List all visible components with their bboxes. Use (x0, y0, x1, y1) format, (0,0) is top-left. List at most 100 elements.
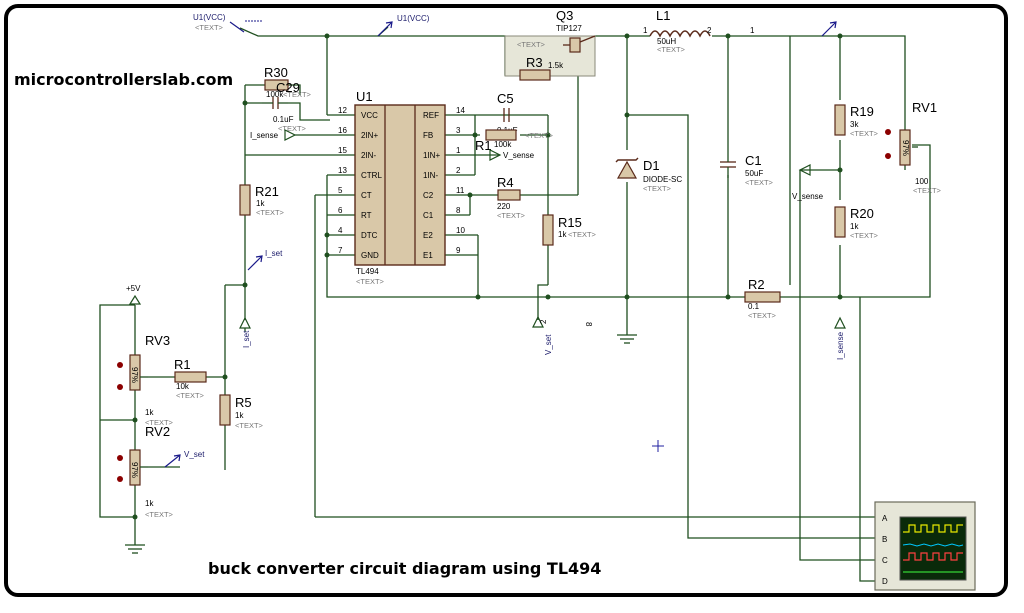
q3-value: TIP127 (556, 24, 582, 33)
r4-value: 220 (497, 202, 511, 211)
r1-bottom-ref: R1 (174, 357, 191, 372)
q3-placeholder: <TEXT> (517, 40, 546, 49)
c5-placeholder: <TEXT> (525, 131, 554, 140)
ic-u1[interactable]: U1 TL494 <TEXT> (354, 89, 446, 286)
rv1-placeholder: <TEXT> (913, 186, 942, 195)
scope-trace-a (903, 524, 963, 533)
l1-pin1: 1 (643, 26, 648, 35)
l1-placeholder: <TEXT> (657, 45, 686, 54)
rv3-percent: 97% (130, 367, 139, 383)
resistor-r5[interactable]: R5 1k <TEXT> (219, 394, 264, 430)
ic-u1-part: TL494 (356, 267, 379, 276)
diagram-caption: buck converter circuit diagram using TL4… (208, 559, 602, 578)
ic-pin-number: 3 (456, 126, 461, 135)
resistor-r1-bias[interactable]: R1 10k <TEXT> (174, 357, 207, 400)
resistor-r2[interactable]: R2 0.1 <TEXT> (744, 277, 781, 320)
r1-top-value: 100k (494, 140, 512, 149)
r19-placeholder: <TEXT> (850, 129, 879, 138)
ic-pin-name: CTRL (361, 171, 382, 180)
v-sense-output-label: V_sense (792, 192, 824, 201)
ic-pin-name: 2IN- (361, 151, 376, 160)
potentiometer-rv1[interactable]: 97% RV1 100 <TEXT> (885, 100, 942, 195)
ic-pin-number: 9 (456, 246, 461, 255)
u1vcc-right-label: U1(VCC) (397, 14, 430, 23)
ic-pin-name: VCC (361, 111, 378, 120)
r30-value: 100k (266, 90, 284, 99)
l1-ref: L1 (656, 8, 670, 23)
transistor-q3[interactable]: Q3 TIP127 <TEXT> (504, 8, 596, 77)
r4-placeholder: <TEXT> (497, 211, 526, 220)
capacitor-c29[interactable]: C29 0.1uF <TEXT> (262, 80, 307, 133)
ic-pin-number: 11 (456, 186, 465, 195)
inductor-l1[interactable]: L1 1 2 50uH <TEXT> (643, 8, 712, 54)
ic-pin-name: E2 (423, 231, 433, 240)
r4-ref: R4 (497, 175, 514, 190)
terminal-v-sense-input[interactable]: V_sense (489, 149, 535, 161)
ic-pin-name: CT (361, 191, 372, 200)
oscilloscope[interactable]: A B C D (874, 501, 976, 591)
ic-pin-name: 1IN+ (423, 151, 440, 160)
v-sense-input-label: V_sense (503, 151, 535, 160)
ground-symbol-d1 (617, 334, 637, 344)
capacitor-c1[interactable]: C1 50uF <TEXT> (720, 150, 774, 187)
r15-ref: R15 (558, 215, 582, 230)
terminal-v-set[interactable]: V_set 2 8 (532, 315, 593, 355)
l1-value: 50uH (657, 37, 676, 46)
terminal-v-sense-output[interactable]: V_sense (792, 164, 824, 201)
terminal-i-sense[interactable]: I_sense (834, 316, 846, 360)
r1-bottom-placeholder: <TEXT> (176, 391, 205, 400)
resistor-r3[interactable]: R3 1.5k (519, 55, 564, 81)
r21-placeholder: <TEXT> (256, 208, 285, 217)
resistor-r20[interactable]: R20 1k <TEXT> (834, 206, 879, 240)
r2-ref: R2 (748, 277, 765, 292)
potentiometer-rv2[interactable]: 97% RV2 1k <TEXT> (117, 424, 174, 519)
diode-d1[interactable]: D1 DIODE-SC <TEXT> (615, 157, 682, 193)
output-probe-arrow (821, 21, 837, 37)
u1vcc-left-label: U1(VCC) (193, 13, 226, 22)
resistor-r30[interactable]: R30 100k <TEXT> (264, 65, 312, 99)
resistor-r4[interactable]: R4 220 <TEXT> (497, 175, 526, 220)
rv2-ref: RV2 (145, 424, 170, 439)
plus5v-label: +5V (126, 284, 141, 293)
c29-ref: C29 (276, 80, 300, 95)
c1-placeholder: <TEXT> (745, 178, 774, 187)
ic-pin-number: 1 (456, 146, 461, 155)
u1vcc-left-placeholder: <TEXT> (195, 23, 224, 32)
r5-placeholder: <TEXT> (235, 421, 264, 430)
ic-pin-number: 12 (338, 106, 347, 115)
r20-ref: R20 (850, 206, 874, 221)
r5-value: 1k (235, 411, 244, 420)
terminal-i-set[interactable]: I_set (239, 316, 251, 348)
r5-ref: R5 (235, 395, 252, 410)
ic-pin-name: C1 (423, 211, 434, 220)
terminal-i-sense-input[interactable]: I_sense (250, 129, 297, 141)
resistor-r19[interactable]: R19 3k <TEXT> (834, 104, 879, 138)
ic-pin-name: RT (361, 211, 372, 220)
r1-top-ref: R1 (475, 138, 492, 153)
i-sense-terminal-label: I_sense (836, 331, 845, 360)
r19-ref: R19 (850, 104, 874, 119)
ic-pin-number: 2 (456, 166, 461, 175)
r2-placeholder: <TEXT> (748, 311, 777, 320)
potentiometer-rv3[interactable]: 97% RV3 1k <TEXT> (117, 333, 174, 427)
junctions (132, 33, 843, 520)
ic-u1-ref: U1 (356, 89, 373, 104)
r15-value: 1k (558, 230, 567, 239)
rv1-value: 100 (915, 177, 929, 186)
ic-pin-name: E1 (423, 251, 433, 260)
ic-pin-number: 6 (338, 206, 343, 215)
schematic-frame (4, 4, 1008, 597)
node-8-label: 8 (584, 322, 593, 327)
resistor-r21[interactable]: R21 1k <TEXT> (239, 184, 285, 217)
r20-placeholder: <TEXT> (850, 231, 879, 240)
cursor-crosshair-icon (652, 440, 664, 452)
power-plus5v[interactable]: +5V (126, 284, 141, 305)
resistor-r1-feedback[interactable]: 100k R1 (475, 129, 517, 153)
resistor-r15[interactable]: R15 1k <TEXT> (542, 214, 597, 246)
ic-pin-name: 2IN+ (361, 131, 378, 140)
rv1-percent: 97% (901, 140, 910, 156)
